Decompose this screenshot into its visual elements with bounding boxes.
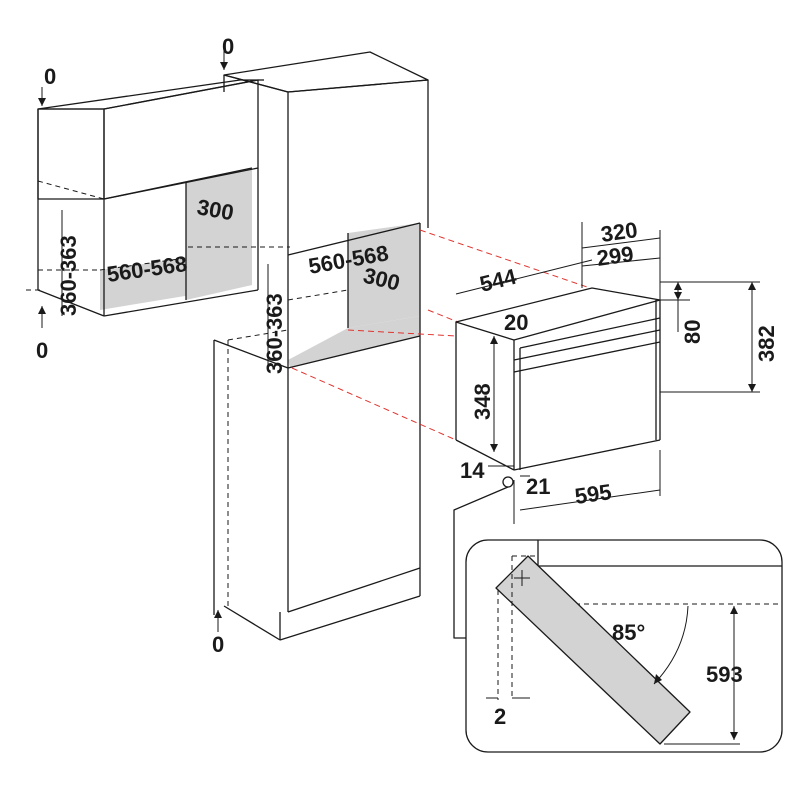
door-detail-inset [465,539,783,753]
column-niche-back [348,223,420,328]
alignment-guides [291,229,591,441]
dim-door-angle: 85° [612,620,645,645]
column-niche-floor [288,316,420,368]
dim-column-height: 360-363 [262,293,287,374]
dimension-labels: 0 0 0 0 360-363 560-568 300 360-363 560-… [36,34,779,729]
dim-oven-depth-inner: 299 [595,241,635,271]
dim-oven-panel-height: 80 [680,320,705,344]
oven-foot [502,476,514,488]
dim-bottom-gap-left: 0 [36,338,48,363]
dim-oven-side-gap: 14 [460,458,485,483]
open-door [495,555,691,745]
dim-oven-body-width: 544 [477,264,519,297]
oven-unit [453,222,760,639]
arrowheads [38,62,756,740]
dim-oven-width: 595 [573,479,613,509]
inset-frame [465,539,783,753]
dim-top-gap-left: 0 [44,64,56,89]
dim-oven-top-offset: 20 [504,310,528,335]
wall-niche-floor [100,258,252,310]
dim-oven-body-height: 348 [470,383,495,420]
dim-door-offset: 2 [494,704,506,729]
dim-wall-height: 360-363 [56,235,81,316]
dim-oven-door-gap: 21 [526,474,550,499]
dim-bottom-gap-column: 0 [212,632,224,657]
dim-door-height: 593 [706,662,743,687]
dim-oven-depth-outer: 320 [599,217,639,247]
dim-top-gap-column: 0 [222,34,234,59]
column-cabinet [213,48,429,641]
dim-oven-total-height: 382 [754,325,779,362]
wall-cabinet [26,79,290,328]
